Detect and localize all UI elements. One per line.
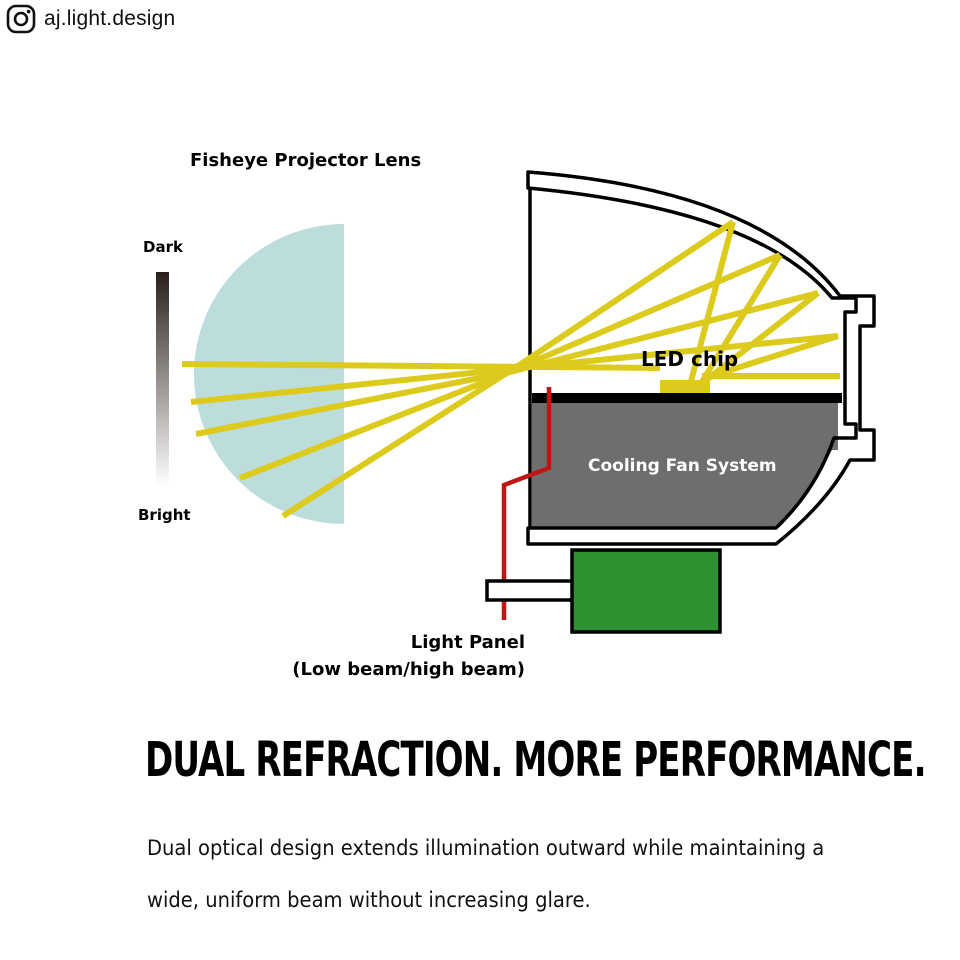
light-ray: [697, 253, 783, 387]
light-ray: [195, 369, 511, 437]
light-rays: [181, 219, 840, 519]
cooling-label: Cooling Fan System: [588, 456, 777, 476]
account-handle: aj.light.design: [44, 7, 176, 30]
header: aj.light.design: [6, 4, 175, 34]
power-wire: [501, 387, 552, 620]
light-ray: [519, 333, 839, 371]
light-panel: [570, 548, 722, 634]
led-chip-label: LED chip: [641, 347, 738, 371]
led-mounting-plate: [532, 393, 842, 403]
led-chip: [660, 380, 710, 393]
light-ray: [281, 357, 529, 519]
panel-label-line2: (Low beam/high beam): [292, 659, 525, 680]
headline: DUAL REFRACTION. MORE PERFORMANCE.: [145, 732, 927, 789]
light-ray: [498, 252, 782, 379]
light-ray: [525, 219, 735, 363]
panel-connector: [485, 579, 575, 602]
body-text: Dual optical design extends illumination…: [147, 836, 825, 912]
gradient-bright-label: Bright: [138, 506, 191, 524]
light-ray: [190, 365, 521, 405]
headlight-diagram: Fisheye Projector Lens Dark Bright LED c…: [138, 150, 876, 680]
light-ray: [181, 361, 661, 371]
brightness-gradient-bar: [156, 272, 169, 486]
panel-label-line1: Light Panel: [411, 632, 525, 653]
headlight-housing: [526, 170, 876, 546]
light-ray: [687, 221, 736, 386]
fisheye-lens: [194, 224, 344, 524]
lens-label: Fisheye Projector Lens: [190, 150, 421, 171]
instagram-icon: [6, 4, 36, 34]
light-ray: [238, 373, 502, 481]
cooling-fan-system: [532, 399, 838, 529]
gradient-dark-label: Dark: [143, 238, 184, 256]
light-ray: [698, 290, 820, 388]
light-ray: [704, 333, 839, 381]
light-ray: [509, 290, 819, 375]
